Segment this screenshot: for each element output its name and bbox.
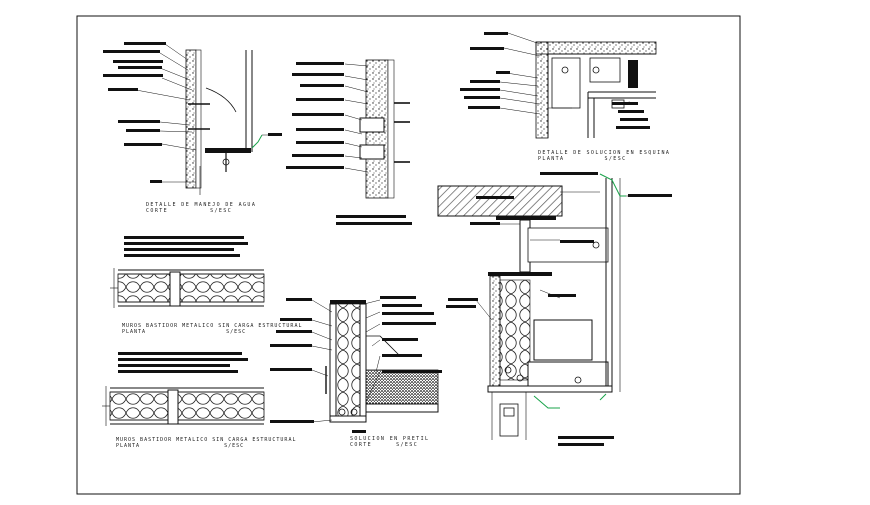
sheet-border	[76, 15, 741, 495]
detail-beam-section	[437, 172, 672, 446]
caption-wall-top-line1: MUROS BASTIDOR METALICO SIN CARGA ESTRUC…	[122, 323, 303, 329]
detail-slab-section	[286, 59, 412, 225]
caption-corner-line1: DETALLE DE SOLUCION EN ESQUINA	[538, 150, 671, 156]
caption-wall-bottom-line1: MUROS BASTIDOR METALICO SIN CARGA ESTRUC…	[116, 437, 297, 443]
caption-wet-area-line1: DETALLE DE MANEJO DE AGUA	[146, 202, 257, 208]
detail-wall-plan-top	[110, 236, 265, 308]
detail-wet-area	[103, 42, 282, 195]
caption-wall-top: MUROS BASTIDOR METALICO SIN CARGA ESTRUC…	[122, 323, 302, 335]
caption-wall-bottom: MUROS BASTIDOR METALICO SIN CARGA ESTRUC…	[116, 437, 296, 449]
detail-wall-plan-bottom	[102, 352, 265, 426]
detail-parapet-section	[270, 296, 442, 433]
detail-corner-plan	[460, 32, 657, 139]
caption-profile-line1: SOLUCION EN PRETIL	[350, 436, 430, 442]
